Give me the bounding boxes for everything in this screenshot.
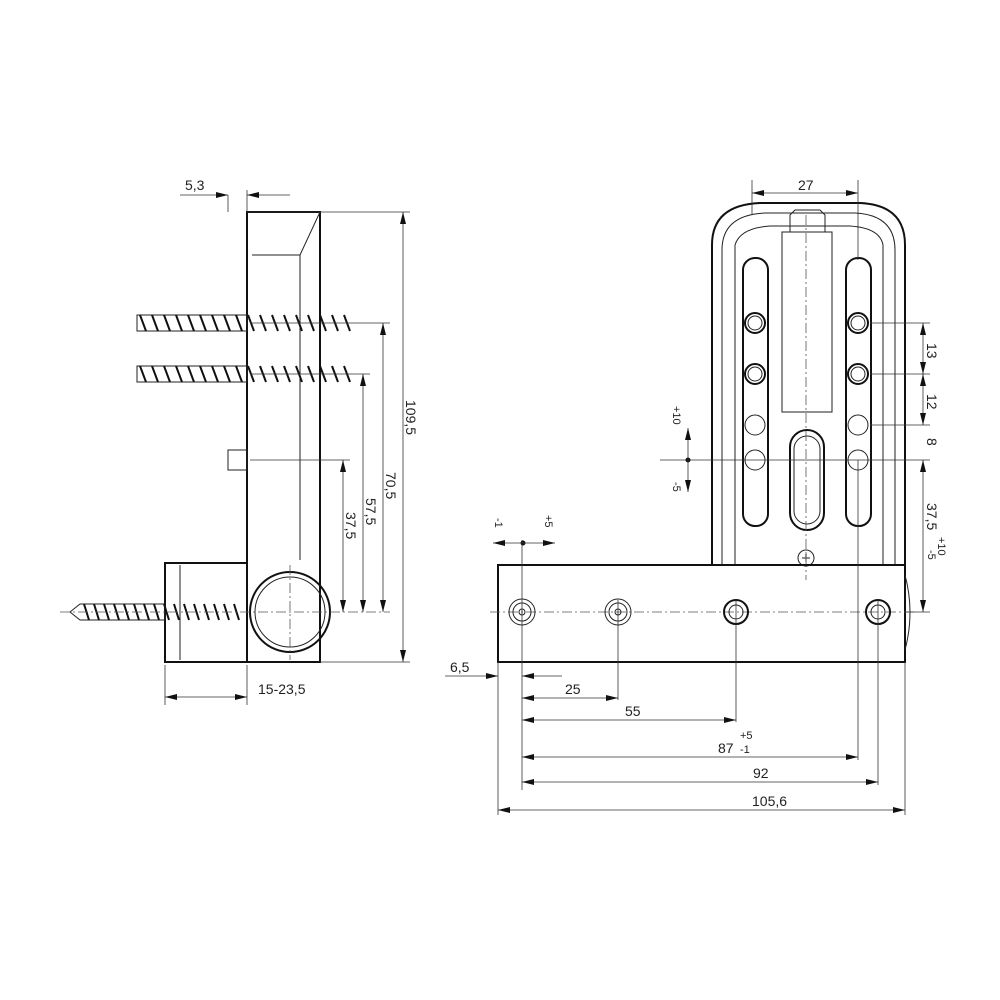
dim-25: 25: [565, 681, 581, 697]
adj-horizontal-plus: +5: [542, 515, 554, 528]
dim-lower-screw: 57,5: [363, 498, 379, 525]
adj-vertical-plus: +10: [670, 406, 682, 425]
side-view: 5,3 109,5 70,5 57,5 37,5 15-23,5: [60, 177, 419, 705]
upright-plate: [711, 202, 906, 565]
dim-upper-screw: 70,5: [383, 472, 399, 499]
locating-pin: [227, 449, 248, 471]
dim-37-5: 37,5: [924, 503, 940, 530]
adjustment-holes: [744, 312, 869, 471]
dim-92: 92: [753, 765, 769, 781]
dim-105-6: 105,6: [752, 793, 787, 809]
hinge-body-side: [246, 211, 321, 663]
dim-6-5: 6,5: [450, 659, 470, 675]
dim-offset: 5,3: [185, 177, 205, 193]
adj-vertical-minus: -5: [670, 482, 682, 492]
base-plate: [497, 564, 906, 663]
dim-8: 8: [924, 438, 940, 446]
dim-87-tol-minus: -1: [740, 744, 750, 756]
center-slot: [789, 429, 825, 531]
dim-width-top: 27: [798, 177, 814, 193]
front-view: 27 13 12 8 37,5 +10 -5 +10 -5 -1 +5 6,5 …: [445, 177, 947, 815]
slot-right: [845, 257, 872, 527]
dim-37-5-tol-plus: +10: [935, 537, 947, 556]
dim-87-tol-plus: +5: [740, 730, 753, 742]
dim-13: 13: [924, 343, 940, 359]
dim-pin: 37,5: [343, 512, 359, 539]
dim-total-height: 109,5: [403, 400, 419, 435]
dim-87: 87: [718, 740, 734, 756]
dim-37-5-tol-minus: -5: [925, 550, 937, 560]
slot-left: [742, 257, 769, 527]
adj-horizontal-minus: -1: [492, 518, 504, 528]
dim-depth: 15-23,5: [258, 681, 306, 697]
dim-55: 55: [625, 703, 641, 719]
dim-12: 12: [924, 394, 940, 410]
